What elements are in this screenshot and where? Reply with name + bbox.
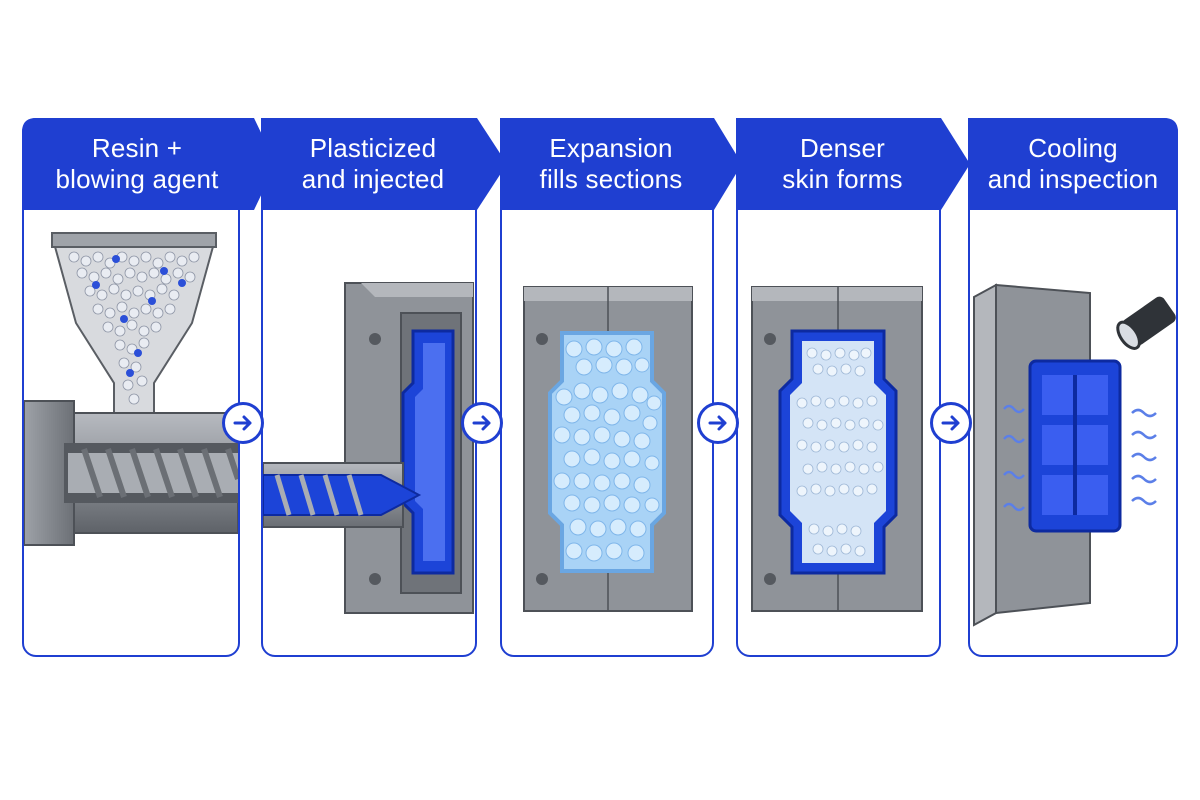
stage-4-panel: Denser skin forms — [736, 118, 970, 658]
stage-3-title: Expansion fills sections — [539, 133, 683, 194]
arrow-right-icon — [222, 402, 264, 444]
arrow-right-icon — [697, 402, 739, 444]
arrow-right-icon — [461, 402, 503, 444]
stage-1-header: Resin + blowing agent — [22, 118, 276, 210]
stage-4-header: Denser skin forms — [736, 118, 970, 210]
stage-4-title: Denser skin forms — [782, 133, 903, 194]
stage-2-header: Plasticized and injected — [261, 118, 507, 210]
cooling-inspection-icon — [970, 213, 1176, 658]
foam-expansion-icon — [502, 213, 712, 658]
skin-formation-icon — [738, 213, 939, 658]
arrow-right-icon — [930, 402, 972, 444]
stage-5-panel: Cooling and inspection — [968, 118, 1178, 657]
stage-2-title: Plasticized and injected — [301, 133, 445, 194]
stage-1-title: Resin + blowing agent — [55, 133, 219, 194]
hopper-screw-icon — [23, 213, 241, 658]
stage-2-panel: Plasticized and injected — [261, 118, 507, 658]
stage-3-panel: Expansion fills sections — [500, 118, 742, 658]
stage-3-header: Expansion fills sections — [500, 118, 742, 210]
stage-1-panel: Resin + blowing agent — [22, 118, 276, 658]
stage-5-title: Cooling and inspection — [987, 133, 1159, 194]
stage-5-header: Cooling and inspection — [968, 118, 1178, 210]
injection-mold-icon — [262, 213, 475, 658]
